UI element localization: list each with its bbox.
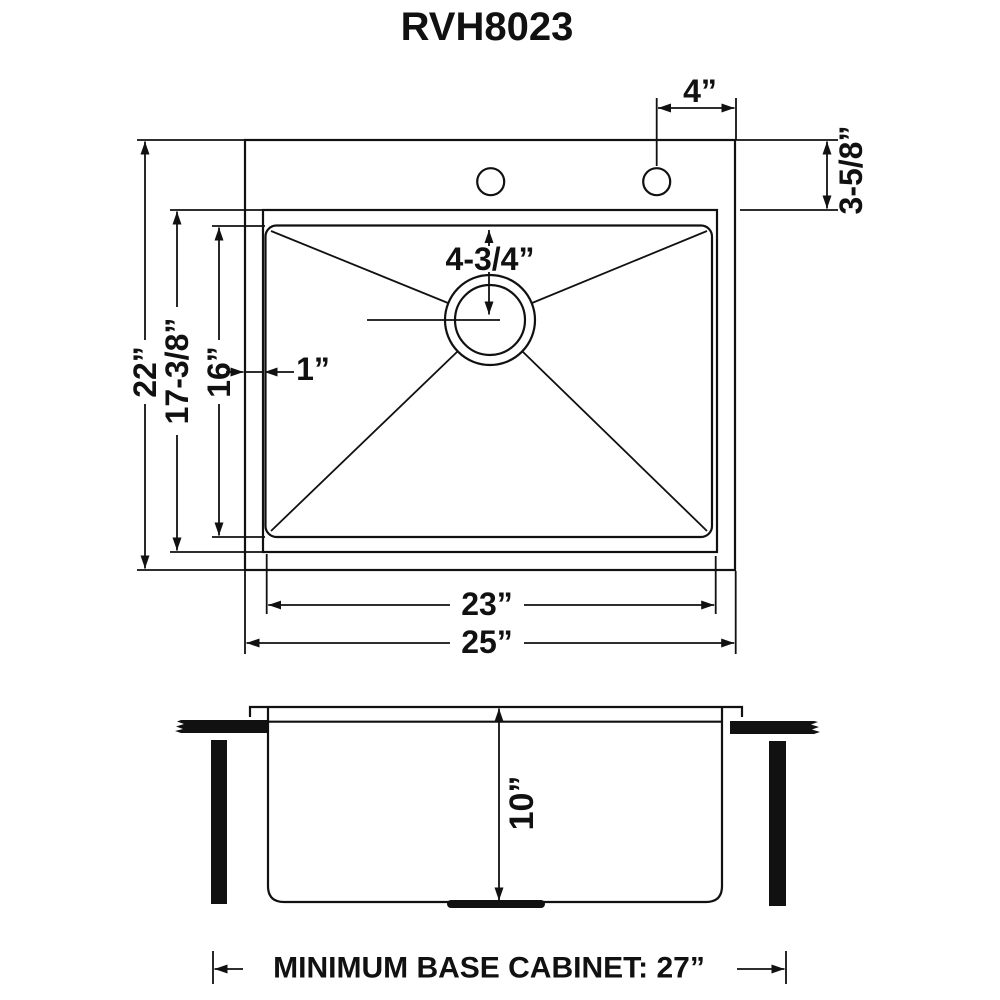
- dim-label-rim-lip: 1”: [296, 351, 330, 387]
- dim-rim-to-bowl: 3-5/8”: [735, 126, 869, 215]
- dim-bowl-depth: 10”: [494, 708, 541, 901]
- dim-overall-width: 25”: [244, 570, 737, 660]
- sink-rim-profile: [248, 705, 744, 717]
- dim-label-rim-to-bowl: 3-5/8”: [833, 126, 869, 215]
- dim-label-bowl-width: 23”: [461, 586, 513, 622]
- dim-bowl-depth-fb: 17-3/8”: [159, 209, 263, 553]
- cabinet-panel-right: [769, 741, 786, 906]
- dim-label-bowl-depth: 10”: [503, 776, 541, 831]
- countertop-left: [175, 720, 267, 733]
- drain-boss: [447, 900, 545, 908]
- section-view: 10”: [175, 705, 820, 908]
- sink-outer-rim: [243, 138, 737, 572]
- bowl-diagonal-top-left: [270, 230, 449, 304]
- faucet-hole-right: [642, 167, 672, 197]
- label-mask: [128, 340, 162, 404]
- faucet-hole-left: [476, 167, 506, 197]
- dim-label-overall-width: 25”: [461, 624, 513, 660]
- countertop-right: [730, 721, 820, 734]
- cabinet-note-label: MINIMUM BASE CABINET: 27”: [273, 952, 705, 985]
- footer-dimension: MINIMUM BASE CABINET: 27”: [212, 951, 787, 985]
- dim-label-faucet-offset: 4”: [683, 73, 717, 109]
- label-mask: [450, 626, 524, 659]
- label-mask: [450, 588, 524, 621]
- sink-bowl-profile: [266, 707, 724, 904]
- dim-bowl-bottom-fb: 16”: [201, 225, 265, 538]
- dim-faucet-offset: 4”: [655, 73, 737, 166]
- dim-label-overall-depth: 22”: [127, 346, 163, 398]
- bowl-diagonal-top-right: [531, 230, 708, 304]
- bowl-diagonal-bottom-left: [270, 350, 459, 532]
- dim-rim-lip: 1”: [226, 351, 330, 387]
- dim-bowl-width: 23”: [265, 554, 717, 622]
- top-view: 4” 3-5/8” 22” 17-3/8”: [127, 73, 869, 660]
- page-title: RVH8023: [401, 5, 574, 49]
- cabinet-panel-left: [211, 740, 227, 904]
- dim-overall-depth: 22”: [127, 139, 245, 571]
- bowl-diagonal-bottom-right: [521, 350, 708, 532]
- sink-bowl-recess: [261, 208, 719, 554]
- dim-drain-offset: 4-3/4”: [446, 230, 535, 315]
- dim-label-bowl-depth-fb: 17-3/8”: [159, 318, 195, 425]
- sink-bowl-bottom: [264, 224, 714, 539]
- dim-label-drain-offset: 4-3/4”: [446, 241, 535, 277]
- label-mask: [160, 307, 194, 435]
